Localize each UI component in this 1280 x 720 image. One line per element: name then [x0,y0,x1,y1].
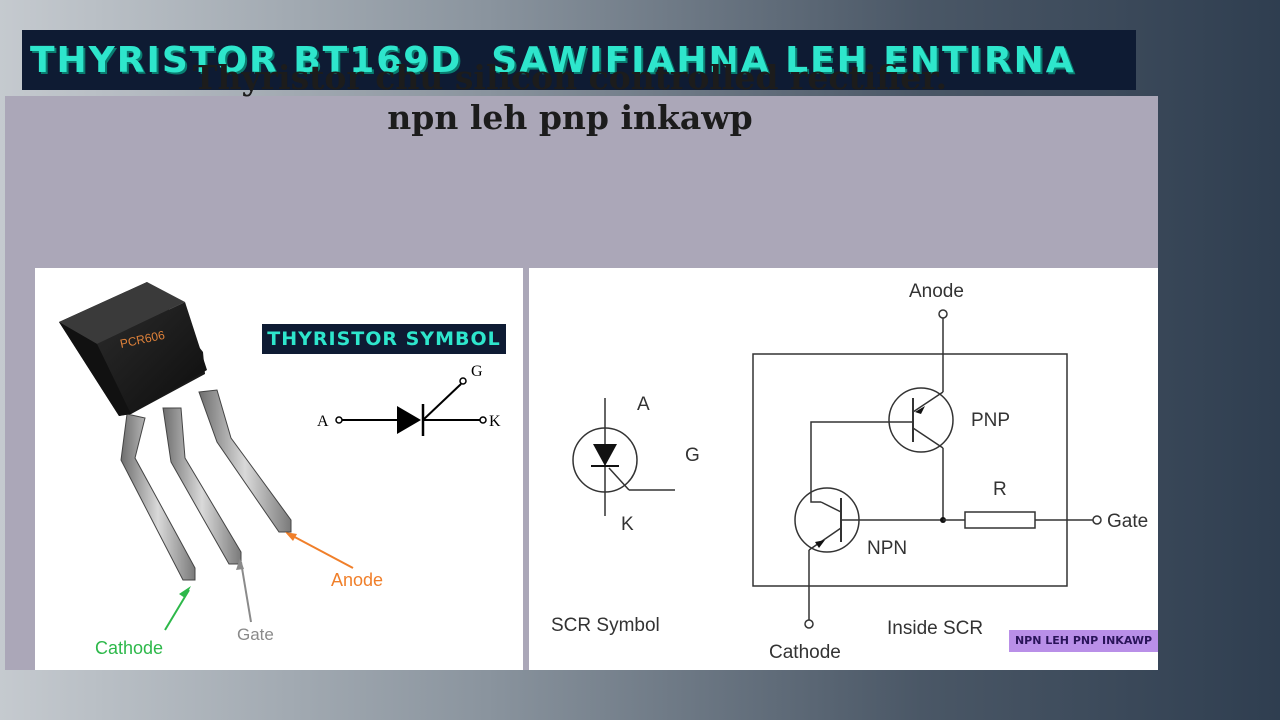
scr-anode-letter: A [637,394,650,415]
inside-scr-box [752,353,1068,587]
package-illustration: PCR606 Cathode Gate Anode A K [59,282,501,658]
anode-label: Anode [909,281,964,302]
resistor-r [964,511,1036,529]
pnp-label: PNP [971,410,1010,431]
cathode-terminal [804,619,814,629]
page-title: THYRISTOR BT169D SAWIFIAHNA LEH ENTIRNA [30,39,1076,81]
scr-diagram: A G K SCR Symbol Anode PNP [551,281,1148,663]
scr-panel: A G K SCR Symbol Anode PNP [529,268,1158,670]
anode-terminal [938,309,948,319]
inside-scr-caption: Inside SCR [887,618,983,639]
scr-cathode-letter: K [621,514,634,535]
gate-label: Gate [1107,511,1148,532]
resistor-label: R [993,479,1007,500]
gate-lead [162,407,242,565]
npn-pnp-badge: NPN LEH PNP INKAWP [1009,630,1158,652]
cathode-arrow [164,586,191,631]
scr-gate-letter: G [685,445,700,466]
anode-pin-label: Anode [331,570,383,590]
gate-terminal [1092,515,1102,525]
heading-line-1: Thyristor chu silicon controlled rectifi… [192,58,948,97]
anode-lead [198,389,292,533]
heading-line-2: npn leh pnp inkawp [387,98,753,137]
gate-arrow [236,558,252,623]
slide-heading: Thyristor chu silicon controlled rectifi… [0,58,1140,138]
symbol-anode-letter: A [317,413,329,430]
to92-body [59,282,207,416]
gate-pin-label: Gate [237,625,274,644]
thyristor-symbol-title: THYRISTOR SYMBOL [262,324,506,354]
title-bar: THYRISTOR BT169D SAWIFIAHNA LEH ENTIRNA [22,30,1136,90]
cathode-pin-label: Cathode [95,638,163,658]
scr-symbol-caption: SCR Symbol [551,615,660,636]
npn-label: NPN [867,538,907,559]
anode-arrow [285,532,354,569]
pnp-transistor [888,387,954,453]
cathode-label: Cathode [769,642,841,663]
thyristor-symbol [335,377,487,436]
package-panel: PCR606 Cathode Gate Anode A K [35,268,523,670]
scr-symbol [572,398,675,516]
cathode-lead [120,413,196,581]
symbol-cathode-letter: K [489,413,501,430]
symbol-gate-letter: G [471,363,483,380]
